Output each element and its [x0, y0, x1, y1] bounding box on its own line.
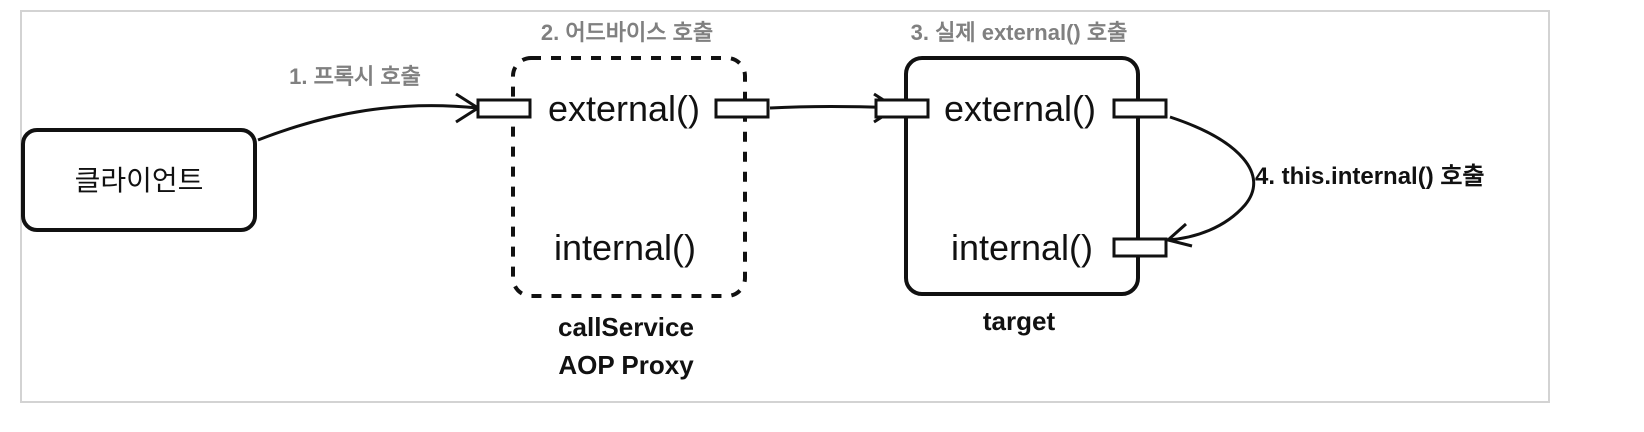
target-caption: target — [983, 306, 1056, 336]
step3-label: 3. 실제 external() 호출 — [911, 20, 1128, 45]
step4-label: 4. this.internal() 호출 — [1255, 163, 1485, 190]
proxy-external-out-port — [714, 98, 770, 119]
target-box — [904, 56, 1140, 296]
target-external-out-port — [1112, 98, 1168, 119]
target-internal-port — [1112, 237, 1168, 258]
proxy-external-in-port — [476, 98, 532, 119]
proxy-caption-line1: callService — [558, 312, 694, 342]
target-external-in-port — [874, 98, 930, 119]
proxy-external-method: external() — [548, 88, 700, 129]
target-internal-method: internal() — [951, 227, 1093, 268]
arrow-proxy-call — [257, 104, 479, 142]
arrow-self-internal-call — [1167, 115, 1256, 242]
proxy-internal-method: internal() — [554, 227, 696, 268]
step1-label: 1. 프록시 호출 — [289, 64, 421, 89]
proxy-caption-line2: AOP Proxy — [558, 350, 694, 380]
step2-label: 2. 어드바이스 호출 — [541, 20, 713, 45]
client-box — [21, 128, 257, 232]
client-label: 클라이언트 — [75, 165, 204, 196]
target-external-method: external() — [944, 88, 1096, 129]
diagram-frame — [20, 10, 1550, 403]
arrowhead-self-internal-call — [1164, 222, 1193, 248]
proxy-box — [511, 56, 747, 298]
